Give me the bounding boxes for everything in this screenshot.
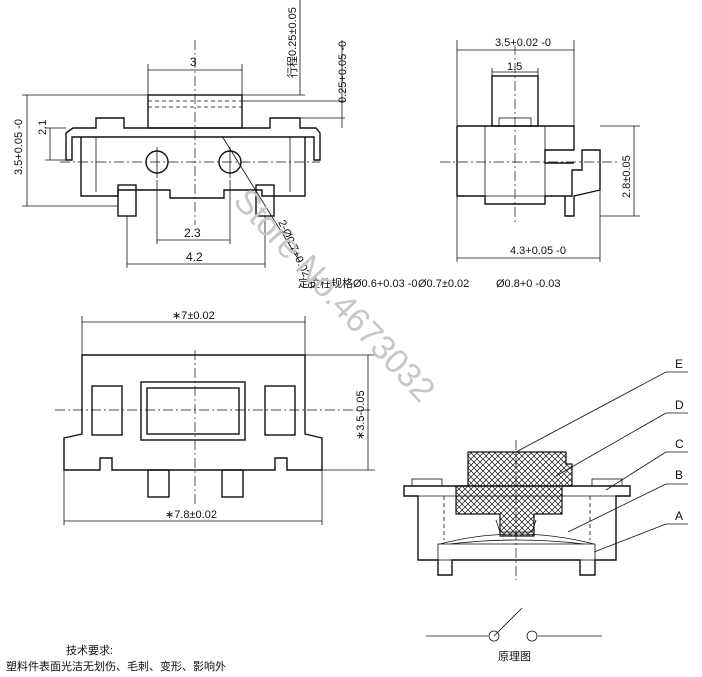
peg-spec: 定位柱规格Ø0.6+0.03 -0 Ø0.7±0.02 Ø0.8+0 -0.03 [298, 276, 561, 290]
label-b: B [675, 468, 683, 482]
peg-spec-label: 定位柱规格Ø0.6+0.03 -0 [298, 276, 418, 290]
dim-top-width: 3 [190, 55, 197, 69]
peg-spec-opt2: Ø0.7±0.02 [418, 278, 469, 290]
dim-stroke: 行程0.25±0.05 [286, 7, 299, 78]
side-dim-bottom: 4.3+0.05 -0 [510, 245, 566, 257]
peg-spec-opt3: Ø0.8+0 -0.03 [496, 278, 561, 290]
side-dim-width: 3.5+0.02 -0 [495, 37, 551, 49]
label-a: A [675, 509, 683, 523]
dim-height-left: 3.5+0.05 -0 [13, 119, 25, 175]
dim-pitch-4-2: 4.2 [186, 250, 203, 264]
side-view: 3.5+0.02 -0 1.5 2.8±0.05 4.3+0.05 -0 [440, 37, 640, 262]
notes-heading: 技术要求: [66, 644, 113, 657]
side-dim-knob: 1.5 [507, 61, 522, 73]
cross-section: E D C B A [403, 357, 688, 580]
notes-line-1: 塑料件表面光洁无划伤、毛刺、变形、影响外 [6, 659, 226, 672]
plan-view: ∗7±0.02 ∗3.5-0.05 ∗7.8±0.02 [55, 310, 375, 525]
side-dim-height: 2.8±0.05 [621, 155, 633, 198]
dim-height-2-1: 2.1 [37, 120, 49, 135]
label-c: C [675, 437, 684, 451]
technical-notes: 技术要求: 塑料件表面光洁无划伤、毛刺、变形、影响外 [6, 644, 226, 673]
dim-pitch-2-3: 2.3 [184, 226, 201, 240]
store-watermark: Store No.4673032 [226, 182, 442, 410]
plan-dim-height: ∗3.5-0.05 [355, 390, 367, 440]
label-e: E [675, 357, 683, 371]
label-d: D [675, 398, 684, 412]
switch-schematic: 原理图 [426, 607, 602, 663]
dim-pin-tolerance: 0.25+0.05 -0 [337, 41, 349, 103]
plan-dim-base: ∗7.8±0.02 [165, 509, 217, 521]
schematic-caption: 原理图 [498, 650, 531, 663]
plan-dim-width: ∗7±0.02 [172, 310, 215, 322]
